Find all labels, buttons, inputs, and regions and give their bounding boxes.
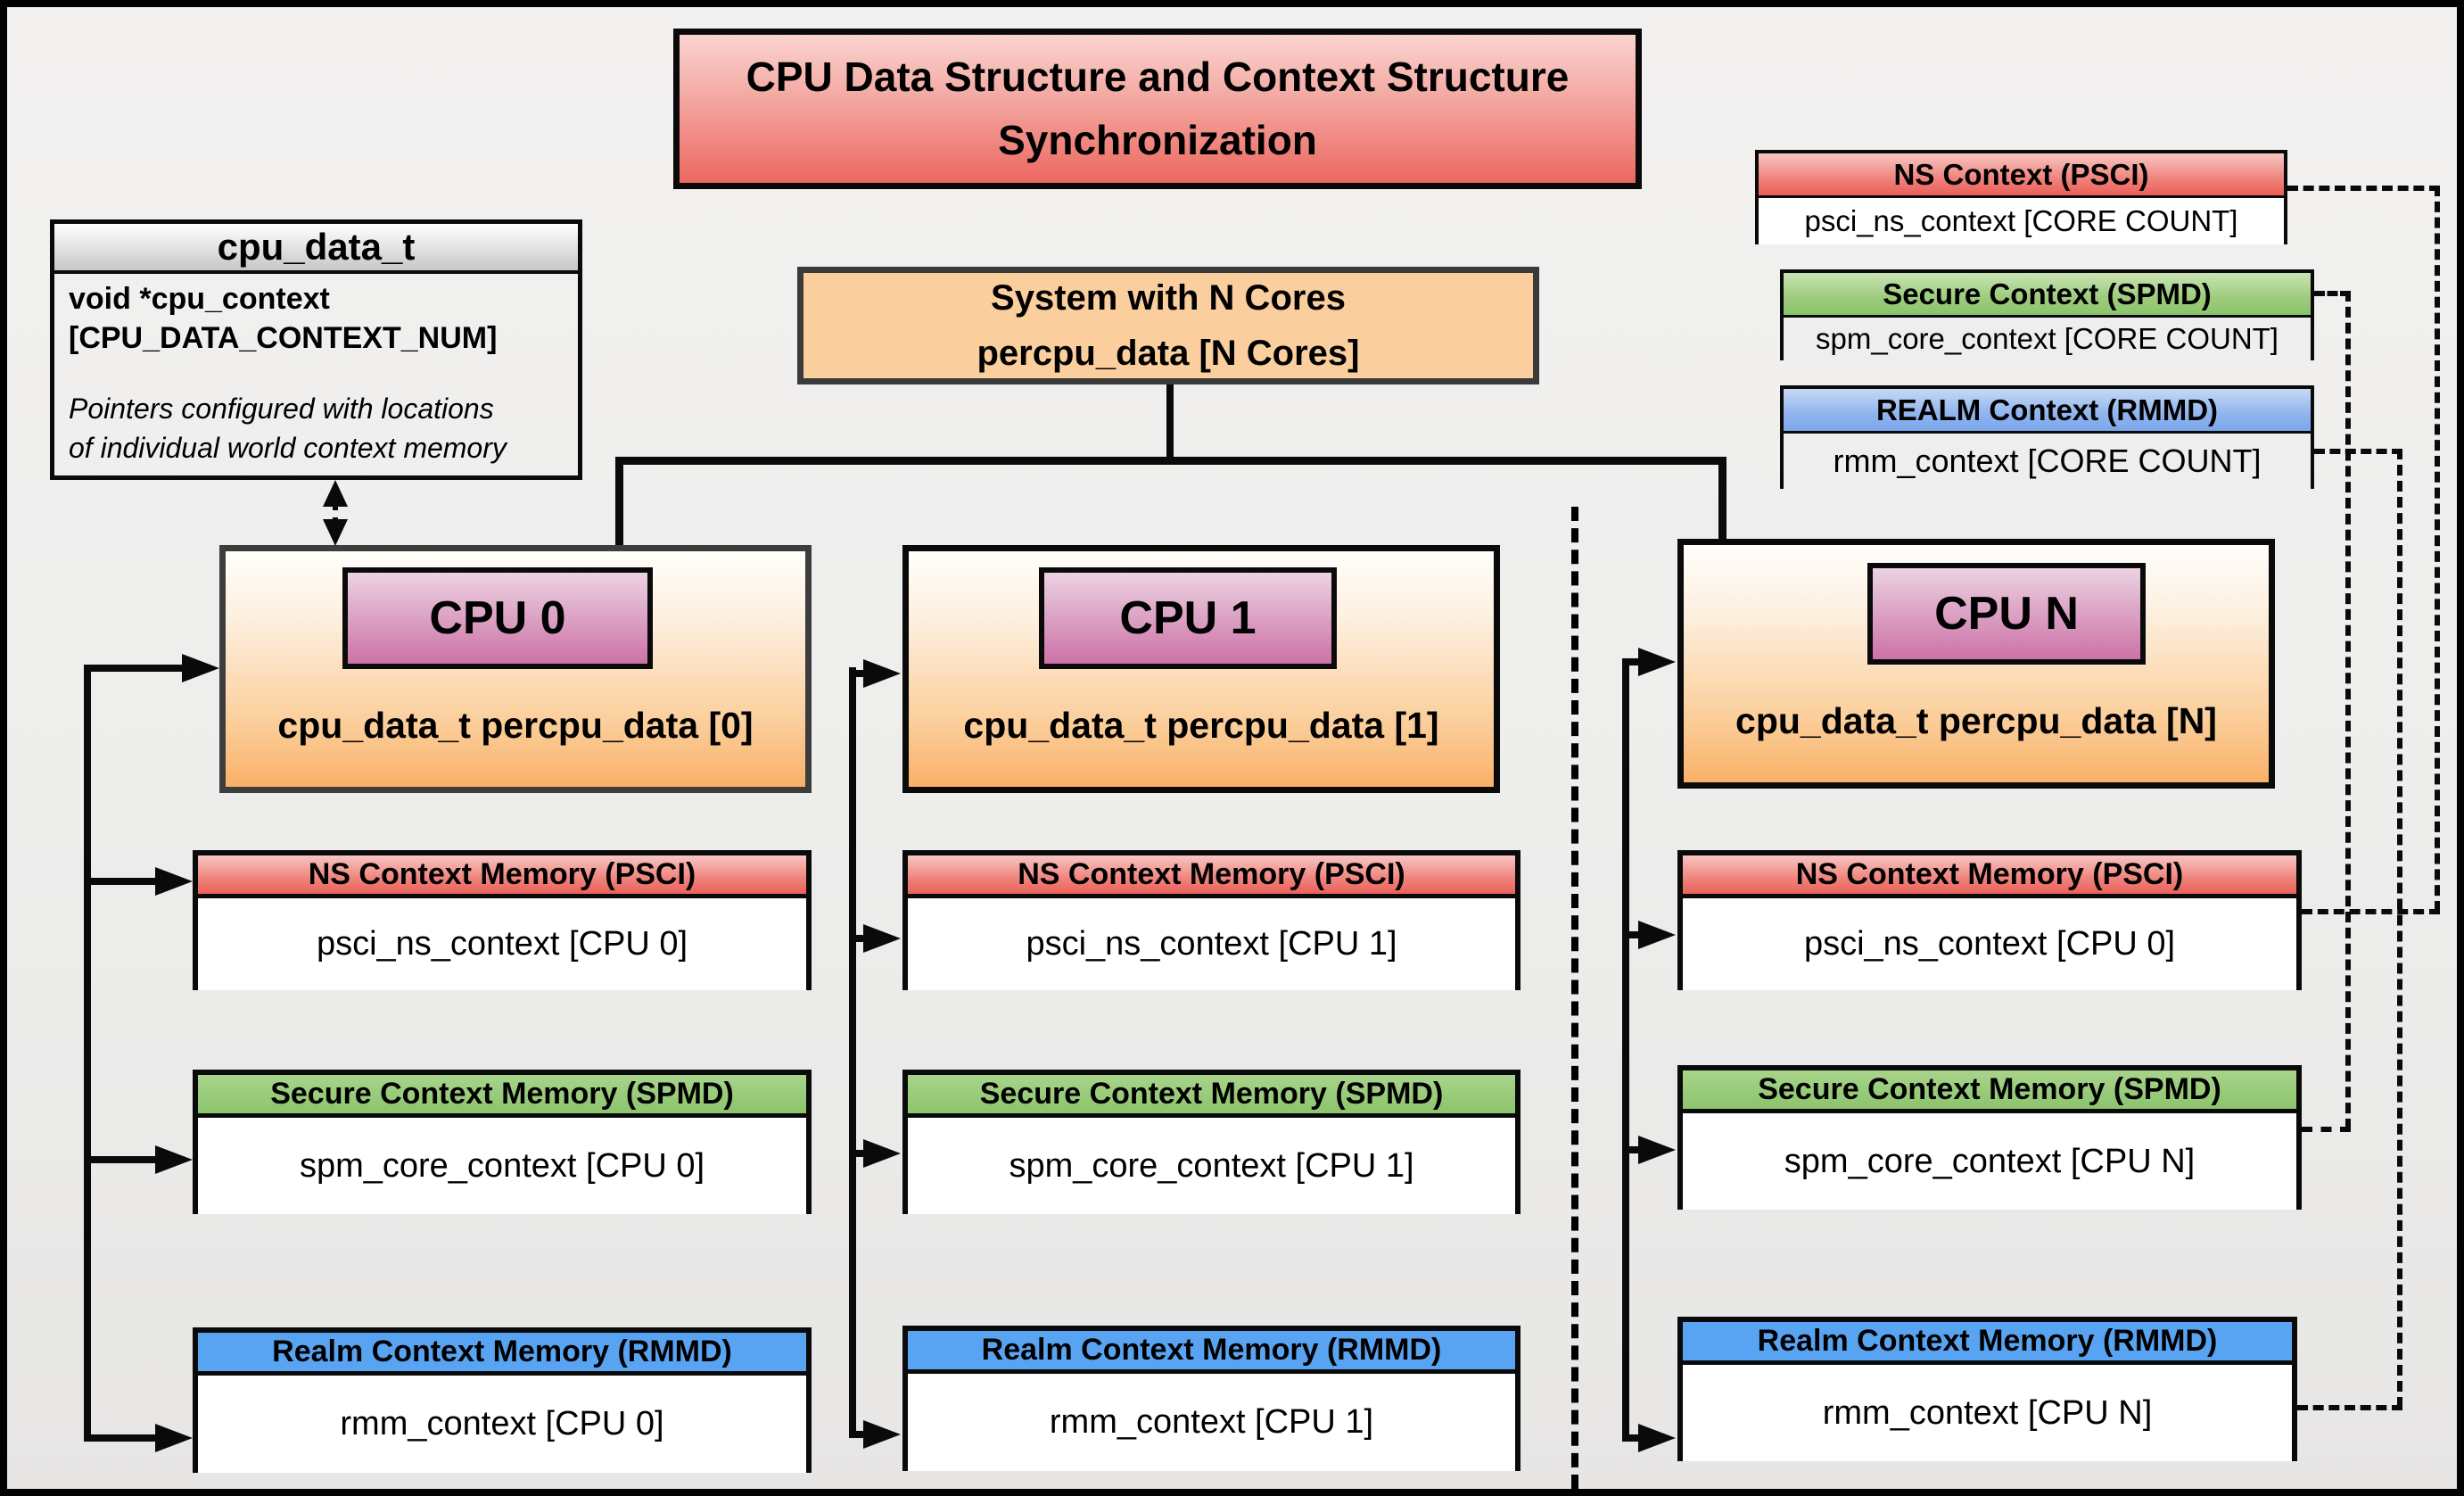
cpu-data-t-link-arrow-up xyxy=(323,480,348,507)
legend-realm-body: rmm_context [CORE COUNT] xyxy=(1784,434,2311,489)
cpun-secure-memory-header: Secure Context Memory (SPMD) xyxy=(1683,1070,2296,1113)
cpu1-trunk-line xyxy=(849,667,856,1438)
cpun-realm-memory-body: rmm_context [CPU N] xyxy=(1683,1365,2292,1461)
cpu0-caption: cpu_data_t percpu_data [0] xyxy=(277,705,754,746)
cpu0-trunk-line xyxy=(84,665,91,1442)
cpun-ns-arrow-line xyxy=(1622,931,1644,938)
cpun-arrowhead xyxy=(1638,648,1676,676)
legend-realm-header: REALM Context (RMMD) xyxy=(1784,389,2311,434)
cpu0-realm-arrowhead xyxy=(155,1424,193,1452)
spmd-dash-in xyxy=(2302,1127,2351,1132)
cpu1-ns-arrowhead xyxy=(863,924,901,953)
legend-realm-context: REALM Context (RMMD) rmm_context [CORE C… xyxy=(1780,385,2314,489)
ns-dash-out xyxy=(2287,186,2440,191)
cpu1-realm-memory-body: rmm_context [CPU 1] xyxy=(908,1374,1515,1471)
cpu-data-t-header: cpu_data_t xyxy=(54,224,578,274)
cpu1-ns-memory-box: NS Context Memory (PSCI) psci_ns_context… xyxy=(902,850,1520,990)
cpu0-badge: CPU 0 xyxy=(342,567,653,669)
cpun-realm-arrow-line xyxy=(1622,1434,1644,1442)
cpu0-arrow-line xyxy=(84,665,184,672)
cpu1-secure-arrowhead xyxy=(863,1139,901,1168)
cpu1-box: CPU 1 cpu_data_t percpu_data [1] xyxy=(902,545,1500,793)
cpun-ns-memory-body: psci_ns_context [CPU 0] xyxy=(1683,898,2296,990)
cpu-context-field: void *cpu_context [CPU_DATA_CONTEXT_NUM] xyxy=(69,282,498,356)
legend-ns-header: NS Context (PSCI) xyxy=(1759,153,2284,198)
cpun-secure-arrowhead xyxy=(1638,1136,1676,1164)
ns-dash-down xyxy=(2435,186,2440,912)
cpu0-ns-memory-header: NS Context Memory (PSCI) xyxy=(198,855,806,898)
system-drop-line xyxy=(1166,384,1174,463)
cpun-realm-arrowhead xyxy=(1638,1424,1676,1452)
cpu-data-t-link-arrow-down xyxy=(323,519,348,546)
cpun-secure-arrow-line xyxy=(1622,1146,1644,1153)
diagram-title-line2: Synchronization xyxy=(998,117,1317,163)
legend-ns-context: NS Context (PSCI) psci_ns_context [CORE … xyxy=(1755,150,2287,244)
system-box: System with N Cores percpu_data [N Cores… xyxy=(797,267,1539,384)
cpu1-secure-memory-header: Secure Context Memory (SPMD) xyxy=(908,1075,1515,1118)
cpu-data-t-box: cpu_data_t void *cpu_context [CPU_DATA_C… xyxy=(50,219,582,480)
cpu1-realm-memory-box: Realm Context Memory (RMMD) rmm_context … xyxy=(902,1326,1520,1471)
column-divider-dashed xyxy=(1571,507,1578,1489)
diagram-title: CPU Data Structure and Context Structure… xyxy=(673,29,1642,189)
branch-line xyxy=(615,457,1726,465)
cpu0-secure-memory-header: Secure Context Memory (SPMD) xyxy=(198,1075,806,1118)
diagram-title-line1: CPU Data Structure and Context Structure xyxy=(746,53,1570,100)
branch-drop-cpun xyxy=(1718,457,1726,539)
cpu1-badge: CPU 1 xyxy=(1039,567,1337,669)
cpun-secure-memory-box: Secure Context Memory (SPMD) spm_core_co… xyxy=(1677,1065,2302,1210)
cpu0-arrowhead xyxy=(182,654,219,682)
rmmd-dash-down xyxy=(2397,449,2402,1408)
cpun-ns-arrowhead xyxy=(1638,921,1676,949)
spmd-dash-down xyxy=(2345,291,2351,1129)
cpu1-ns-memory-body: psci_ns_context [CPU 1] xyxy=(908,898,1515,990)
cpu0-secure-memory-box: Secure Context Memory (SPMD) spm_core_co… xyxy=(193,1070,812,1214)
cpu0-realm-memory-body: rmm_context [CPU 0] xyxy=(198,1376,806,1473)
cpu-data-t-link-line xyxy=(333,500,338,528)
cpu0-box: CPU 0 cpu_data_t percpu_data [0] xyxy=(219,545,812,793)
cpu-data-t-note: Pointers configured with locations of in… xyxy=(69,393,507,464)
spmd-dash-out xyxy=(2314,291,2351,296)
cpu1-arrowhead xyxy=(863,659,901,688)
cpun-caption: cpu_data_t percpu_data [N] xyxy=(1735,700,2217,741)
legend-ns-body: psci_ns_context [CORE COUNT] xyxy=(1759,198,2284,244)
cpun-arrow-line xyxy=(1622,658,1644,665)
cpun-ns-memory-header: NS Context Memory (PSCI) xyxy=(1683,855,2296,898)
cpu0-realm-memory-header: Realm Context Memory (RMMD) xyxy=(198,1333,806,1376)
cpu1-realm-arrowhead xyxy=(863,1420,901,1449)
cpun-realm-memory-box: Realm Context Memory (RMMD) rmm_context … xyxy=(1677,1317,2297,1461)
cpu0-ns-memory-box: NS Context Memory (PSCI) psci_ns_context… xyxy=(193,850,812,990)
cpu1-realm-memory-header: Realm Context Memory (RMMD) xyxy=(908,1331,1515,1374)
cpu1-ns-arrow-line xyxy=(849,935,869,942)
cpun-box: CPU N cpu_data_t percpu_data [N] xyxy=(1677,539,2275,789)
ns-dash-in xyxy=(2302,909,2440,914)
cpun-realm-memory-header: Realm Context Memory (RMMD) xyxy=(1683,1322,2292,1365)
cpu0-ns-arrow-line xyxy=(84,878,157,885)
cpu1-arrow-line xyxy=(849,670,869,677)
branch-drop-cpu0 xyxy=(615,457,623,545)
cpu0-realm-arrow-line xyxy=(84,1434,157,1442)
cpun-trunk-line xyxy=(1622,658,1629,1442)
cpu0-secure-arrow-line xyxy=(84,1156,157,1163)
cpu0-ns-arrowhead xyxy=(155,867,193,896)
legend-secure-header: Secure Context (SPMD) xyxy=(1784,273,2311,318)
cpu1-secure-arrow-line xyxy=(849,1150,869,1157)
cpu0-secure-memory-body: spm_core_context [CPU 0] xyxy=(198,1118,806,1214)
cpu0-realm-memory-box: Realm Context Memory (RMMD) rmm_context … xyxy=(193,1327,812,1473)
cpu0-secure-arrowhead xyxy=(155,1145,193,1174)
cpu0-ns-memory-body: psci_ns_context [CPU 0] xyxy=(198,898,806,990)
cpun-badge: CPU N xyxy=(1867,563,2146,665)
cpu1-secure-memory-body: spm_core_context [CPU 1] xyxy=(908,1118,1515,1214)
rmmd-dash-out xyxy=(2314,449,2402,454)
cpu-data-t-body: void *cpu_context [CPU_DATA_CONTEXT_NUM]… xyxy=(69,279,569,470)
cpu1-ns-memory-header: NS Context Memory (PSCI) xyxy=(908,855,1515,898)
cpu1-secure-memory-box: Secure Context Memory (SPMD) spm_core_co… xyxy=(902,1070,1520,1214)
rmmd-dash-in xyxy=(2297,1405,2402,1410)
cpun-secure-memory-body: spm_core_context [CPU N] xyxy=(1683,1113,2296,1210)
legend-secure-body: spm_core_context [CORE COUNT] xyxy=(1784,318,2311,360)
cpun-ns-memory-box: NS Context Memory (PSCI) psci_ns_context… xyxy=(1677,850,2302,990)
legend-secure-context: Secure Context (SPMD) spm_core_context [… xyxy=(1780,269,2314,360)
cpu1-realm-arrow-line xyxy=(849,1431,869,1438)
cpu1-caption: cpu_data_t percpu_data [1] xyxy=(963,705,1439,746)
